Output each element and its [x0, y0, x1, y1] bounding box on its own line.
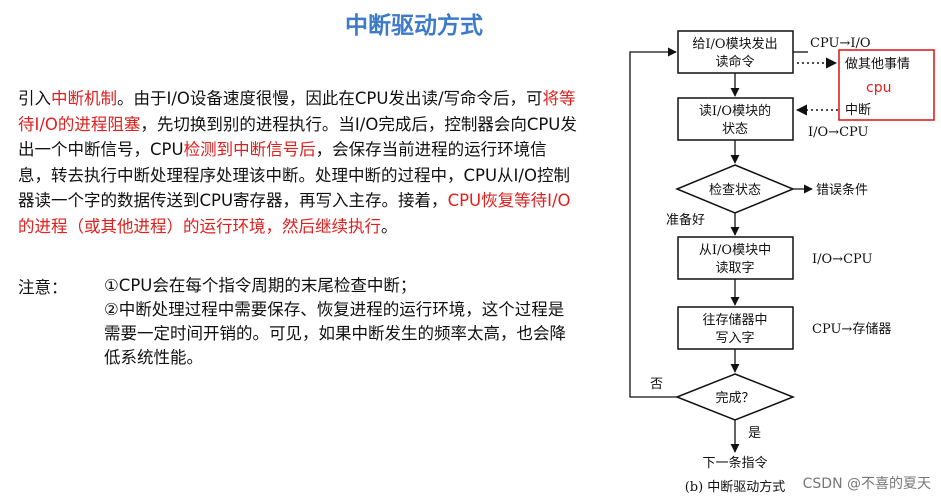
- other-work-box: [838, 49, 935, 121]
- intro-text-2: 。由于I/O设备速度很慢，因此在CPU发出读/写命令后，可: [117, 89, 543, 108]
- side-interrupt: 中断: [845, 103, 871, 118]
- side-other-label: 做其他事情: [845, 57, 910, 72]
- box1-line1: 给I/O模块发出: [692, 36, 777, 52]
- intro-highlight-1: 中断机制: [51, 89, 117, 108]
- decision1-label: 检查状态: [709, 183, 761, 198]
- intro-text-4: ，会保存当前进程的运行环境信息，转去执行中断处理程序处理该中断。处理中断的过程中…: [18, 140, 570, 210]
- decision2-label: 完成？: [715, 391, 754, 406]
- figure-caption: (b) 中断驱动方式: [685, 479, 786, 495]
- box-write-memory: [677, 306, 794, 350]
- label-ready: 准备好: [666, 212, 705, 228]
- note-item-2: ②中断处理过程中需要保存、恢复进程的运行环境，这个过程是需要一定时间开销的。可见…: [104, 300, 566, 367]
- intro-text-3: ，先切换到别的进程执行。当I/O完成后，控制器会向CPU发出一个中断信号，CPU: [18, 114, 577, 160]
- next-instruction: 下一条指令: [702, 455, 767, 471]
- intro-paragraph: 引入中断机制。由于I/O设备速度很慢，因此在CPU发出读/写命令后，可将等待I/…: [18, 86, 578, 239]
- intro-text-1: 引入: [18, 89, 51, 108]
- box3-line1: 从I/O模块中: [699, 243, 771, 258]
- label-yes: 是: [748, 426, 761, 441]
- side-io-cpu-2: I/O→CPU: [812, 252, 873, 267]
- box-read-status: [677, 97, 794, 141]
- box-read-word: [677, 236, 794, 280]
- side-io-cpu-1: I/O→CPU: [808, 125, 869, 140]
- intro-highlight-2: 将等待I/O的进程阻塞: [18, 89, 576, 134]
- loop-back-line: [629, 47, 677, 398]
- side-error: 错误条件: [816, 182, 868, 198]
- watermark: CSDN @不喜的夏天: [802, 476, 931, 492]
- box3-line2: 读取字: [715, 261, 754, 276]
- box2-line1: 读I/O模块的: [699, 103, 771, 119]
- note-label: 注意：: [18, 278, 68, 297]
- note-list: ①CPU会在每个指令周期的末尾检查中断； ②中断处理过程中需要保存、恢复进程的运…: [104, 274, 574, 370]
- side-cpu-io: CPU→I/O: [810, 36, 871, 51]
- note-item-1: ①CPU会在每个指令周期的末尾检查中断；: [104, 276, 417, 295]
- page-title: 中断驱动方式: [345, 13, 483, 39]
- box4-line1: 往存储器中: [702, 313, 767, 328]
- box2-line2: 状态: [722, 122, 748, 137]
- intro-text-5: 。: [381, 216, 398, 236]
- side-other-cpu: cpu: [866, 80, 891, 96]
- box4-line2: 写入字: [715, 331, 754, 346]
- intro-highlight-4: CPU恢复等待I/O的进程（或其他进程）的运行环境，然后继续执行: [18, 191, 571, 236]
- side-cpu-mem: CPU→存储器: [812, 322, 891, 337]
- intro-highlight-3: 检测到中断信号后: [183, 140, 316, 159]
- box1-line2: 读命令: [715, 54, 754, 70]
- label-no: 否: [650, 377, 663, 392]
